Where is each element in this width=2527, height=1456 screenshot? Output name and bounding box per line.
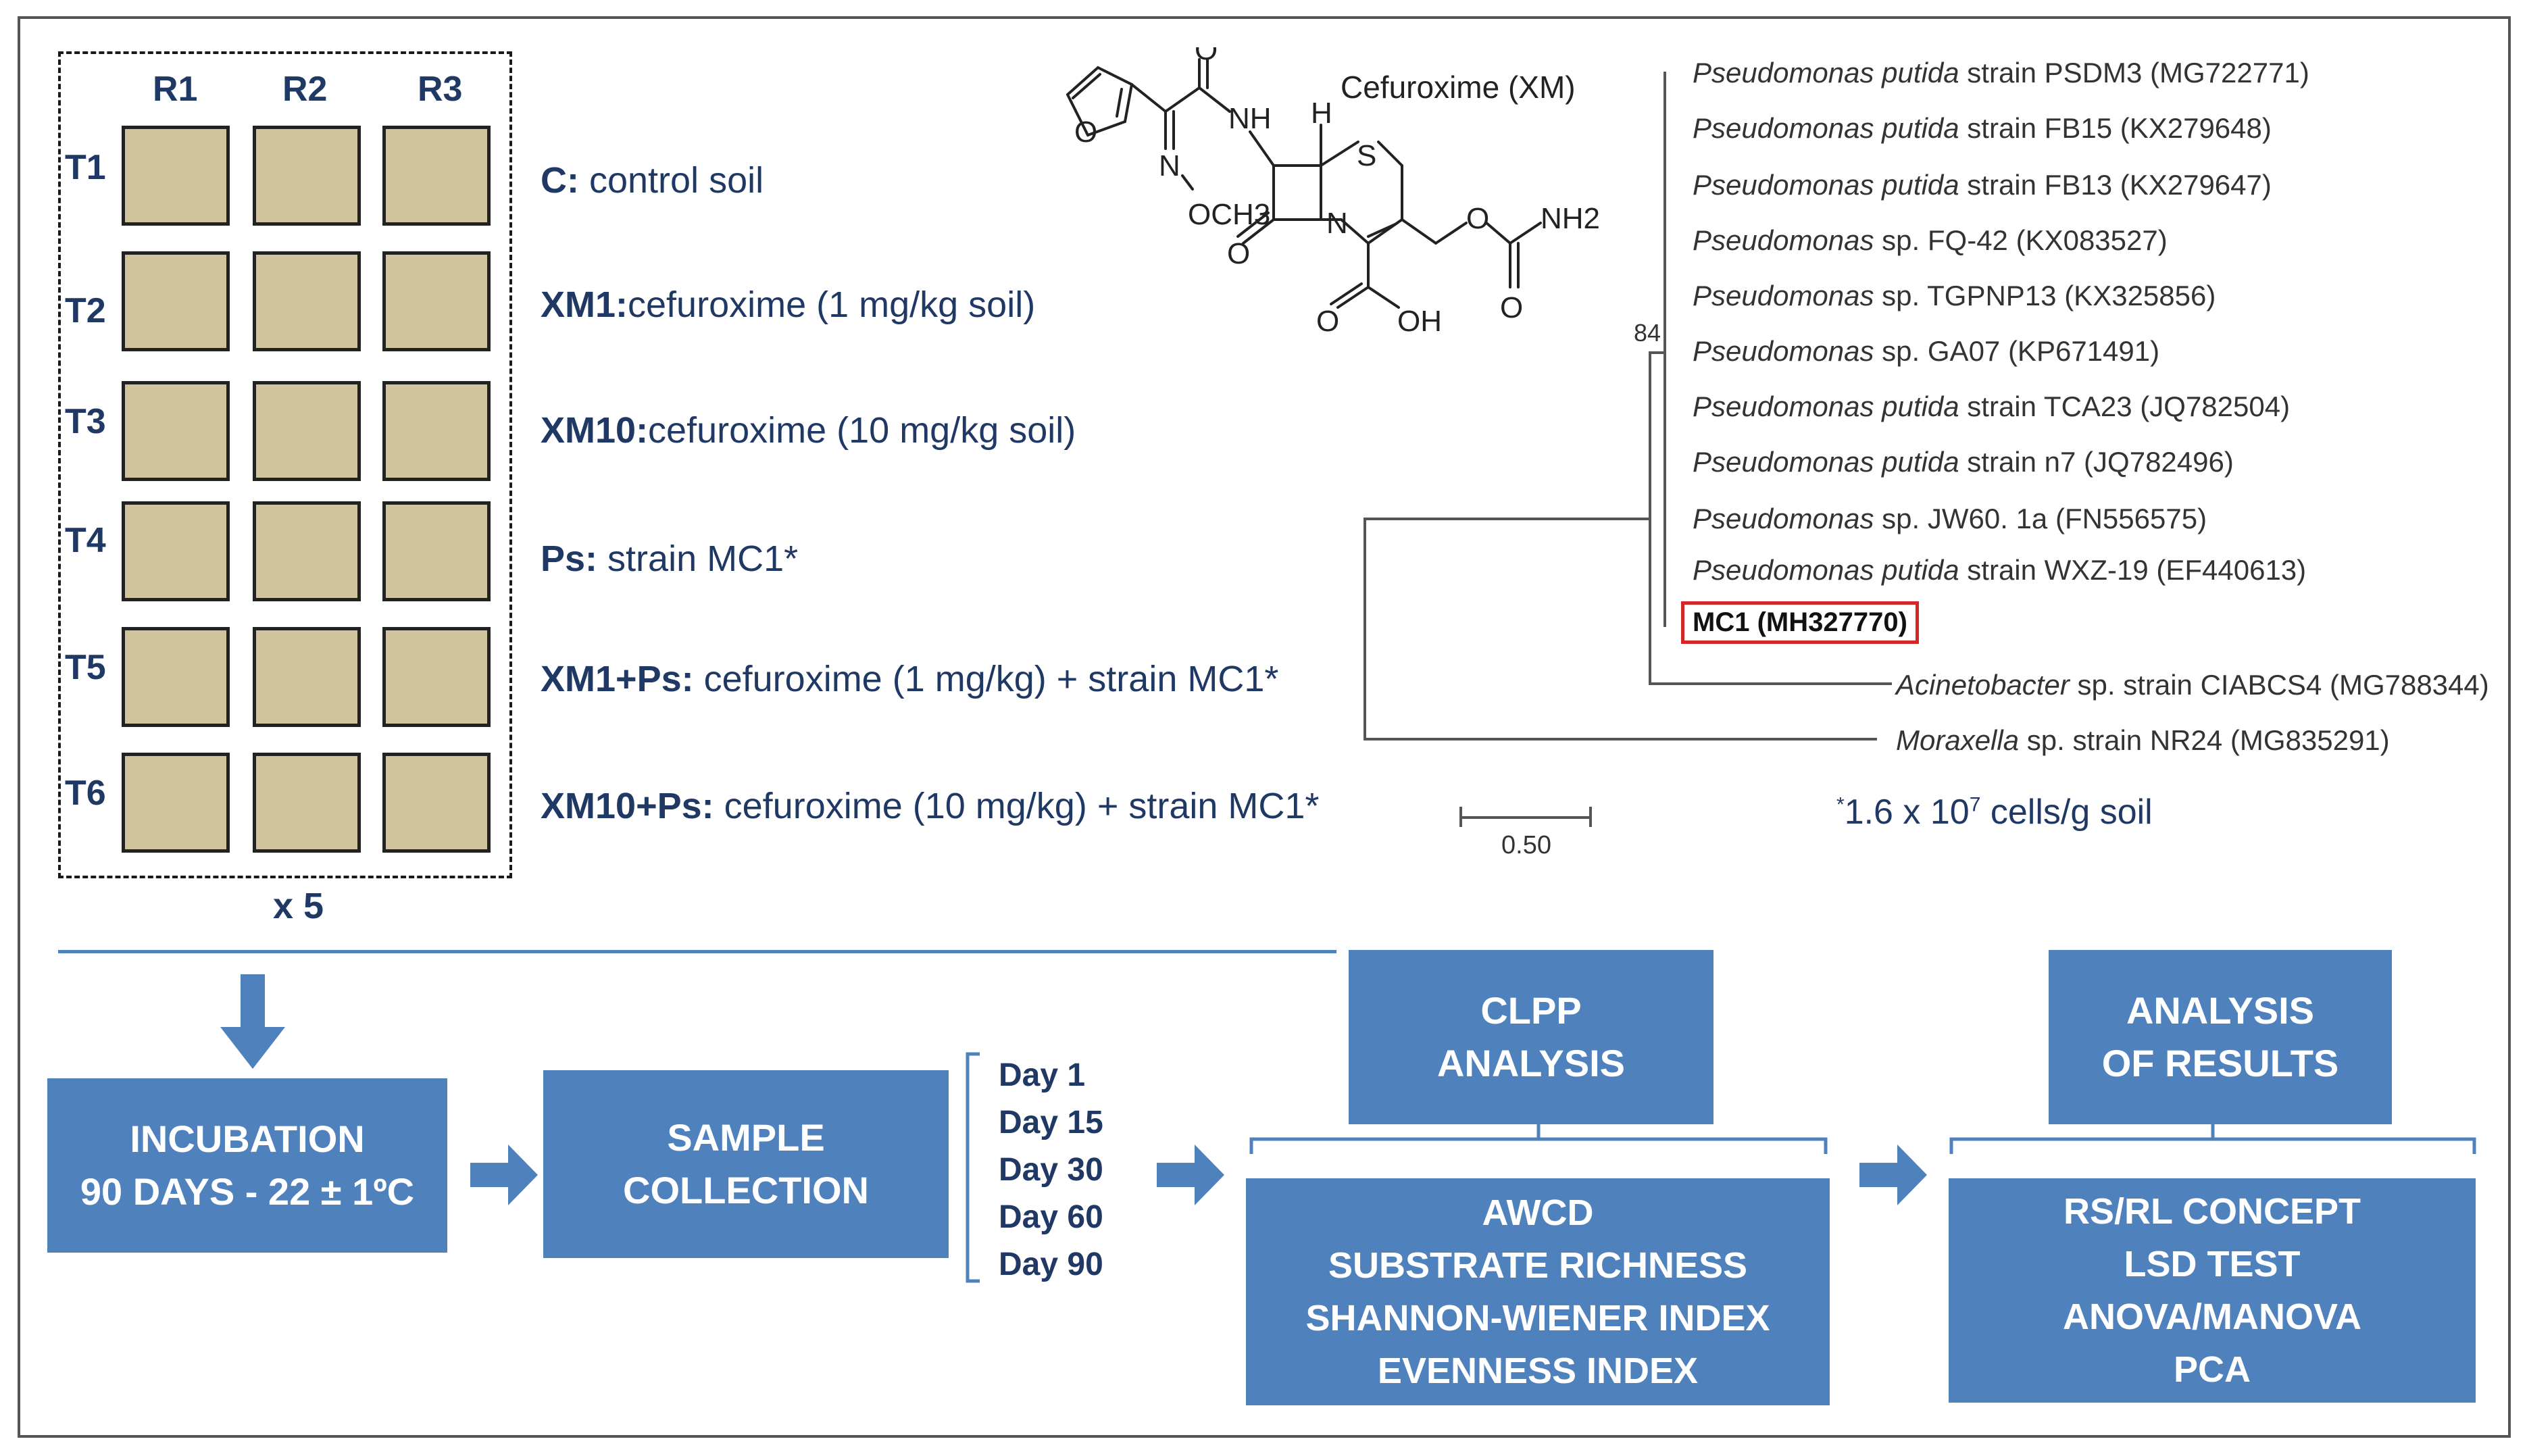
soil-pot xyxy=(253,251,361,351)
sampling-day: Day 30 xyxy=(999,1152,1103,1188)
scale-bar-label: 0.50 xyxy=(1501,831,1551,859)
tree-branch xyxy=(1649,351,1651,684)
hydrogen: H xyxy=(1311,97,1332,130)
taxon-label: Pseudomonas sp. GA07 (KP671491) xyxy=(1693,335,2160,367)
sampling-day: Day 1 xyxy=(999,1057,1086,1093)
treatment-xm10-ps: XM10+Ps: cefuroxime (10 mg/kg) + strain … xyxy=(541,786,1320,826)
soil-pot xyxy=(253,753,361,853)
scale-bar-tick xyxy=(1589,807,1592,827)
tree-branch xyxy=(1363,518,1366,739)
soil-pot xyxy=(382,126,491,226)
soil-pot xyxy=(122,501,230,601)
treatment-control: C: control soil xyxy=(541,160,764,201)
right-arrow xyxy=(470,1145,538,1205)
tree-branch xyxy=(1649,682,1892,685)
mc1-highlight: MC1 (MH327770) xyxy=(1681,601,1919,644)
taxon-label: Pseudomonas sp. TGPNP13 (KX325856) xyxy=(1693,280,2216,311)
results-bracket xyxy=(1949,1124,2476,1154)
furan-oxygen: O xyxy=(1074,116,1097,149)
ester-oxygen: O xyxy=(1466,202,1489,235)
sampling-day: Day 90 xyxy=(999,1247,1103,1282)
soil-pot xyxy=(382,501,491,601)
taxon-label: Pseudomonas putida strain FB15 (KX279648… xyxy=(1693,112,2272,144)
soil-pot xyxy=(122,251,230,351)
compound-name: Cefuroxime (XM) xyxy=(1341,70,1576,105)
replicate-multiplier: x 5 xyxy=(273,886,324,926)
bootstrap-value: 84 xyxy=(1634,319,1661,347)
row-header: T1 xyxy=(65,148,106,187)
right-arrow xyxy=(1859,1145,1927,1205)
soil-pot xyxy=(253,126,361,226)
tree-branch xyxy=(1663,72,1666,627)
treatment-ps: Ps: strain MC1* xyxy=(541,538,799,579)
amine: NH2 xyxy=(1541,202,1600,235)
clpp-bracket xyxy=(1249,1124,1828,1154)
treatment-xm1: XM1:cefuroxime (1 mg/kg soil) xyxy=(541,284,1036,325)
taxon-label: Pseudomonas putida strain TCA23 (JQ78250… xyxy=(1693,391,2291,422)
sampling-day: Day 60 xyxy=(999,1199,1103,1235)
soil-pot xyxy=(122,627,230,727)
soil-pot xyxy=(122,753,230,853)
column-header: R3 xyxy=(418,70,463,109)
soil-pot xyxy=(382,251,491,351)
amide-oxygen: O xyxy=(1195,47,1218,66)
carbonyl-oxygen: O xyxy=(1500,291,1523,324)
treatment-xm1-ps: XM1+Ps: cefuroxime (1 mg/kg) + strain MC… xyxy=(541,659,1279,699)
right-arrow xyxy=(1157,1145,1224,1205)
row-header: T6 xyxy=(65,774,106,813)
soil-pot xyxy=(253,501,361,601)
soil-pot xyxy=(122,381,230,481)
row-header: T5 xyxy=(65,648,106,687)
amide-nh: NH xyxy=(1228,102,1272,135)
row-header: T4 xyxy=(65,521,106,560)
soil-pot xyxy=(382,627,491,727)
soil-pot xyxy=(382,381,491,481)
ring-nitrogen: N xyxy=(1326,207,1348,240)
column-header: R1 xyxy=(153,70,198,109)
methoxy: OCH3 xyxy=(1188,198,1270,231)
tree-branch xyxy=(1649,351,1665,354)
divider-line xyxy=(58,950,1336,953)
tree-branch xyxy=(1363,738,1877,740)
row-header: T2 xyxy=(65,291,106,330)
cefuroxime-structure: O O NH N OCH3 H S N O O OH O O NH2 xyxy=(1066,47,1600,338)
scale-bar-tick xyxy=(1459,807,1462,827)
tree-branch xyxy=(1363,518,1650,520)
inoculum-note: *1.6 x 107 cells/g soil xyxy=(1836,793,2153,832)
outgroup-label: Acinetobacter sp. strain CIABCS4 (MG7883… xyxy=(1896,669,2489,701)
soil-pot xyxy=(253,381,361,481)
column-header: R2 xyxy=(282,70,328,109)
carboxyl-oxygen: O xyxy=(1316,305,1339,338)
soil-pot xyxy=(382,753,491,853)
taxon-label: Pseudomonas putida strain n7 (JQ782496) xyxy=(1693,446,2234,478)
hydroxyl: OH xyxy=(1397,305,1442,338)
down-arrow xyxy=(220,974,285,1069)
taxon-label: Pseudomonas putida strain WXZ-19 (EF4406… xyxy=(1693,554,2307,586)
pot-layout xyxy=(58,51,512,878)
sulfur: S xyxy=(1357,139,1376,172)
lactam-oxygen: O xyxy=(1227,237,1250,270)
days-bracket xyxy=(966,1052,980,1283)
soil-pot xyxy=(253,627,361,727)
soil-pot xyxy=(122,126,230,226)
treatment-xm10: XM10:cefuroxime (10 mg/kg soil) xyxy=(541,410,1076,451)
oxime-nitrogen: N xyxy=(1159,149,1180,182)
sampling-day: Day 15 xyxy=(999,1105,1103,1140)
scale-bar xyxy=(1459,816,1592,819)
figure-frame xyxy=(18,16,2511,1438)
outgroup-label: Moraxella sp. strain NR24 (MG835291) xyxy=(1896,724,2390,756)
row-header: T3 xyxy=(65,402,106,441)
taxon-label: Pseudomonas putida strain PSDM3 (MG72277… xyxy=(1693,57,2309,89)
taxon-label: Pseudomonas sp. JW60. 1a (FN556575) xyxy=(1693,503,2207,534)
taxon-label: Pseudomonas putida strain FB13 (KX279647… xyxy=(1693,169,2272,201)
taxon-label: Pseudomonas sp. FQ-42 (KX083527) xyxy=(1693,224,2168,256)
